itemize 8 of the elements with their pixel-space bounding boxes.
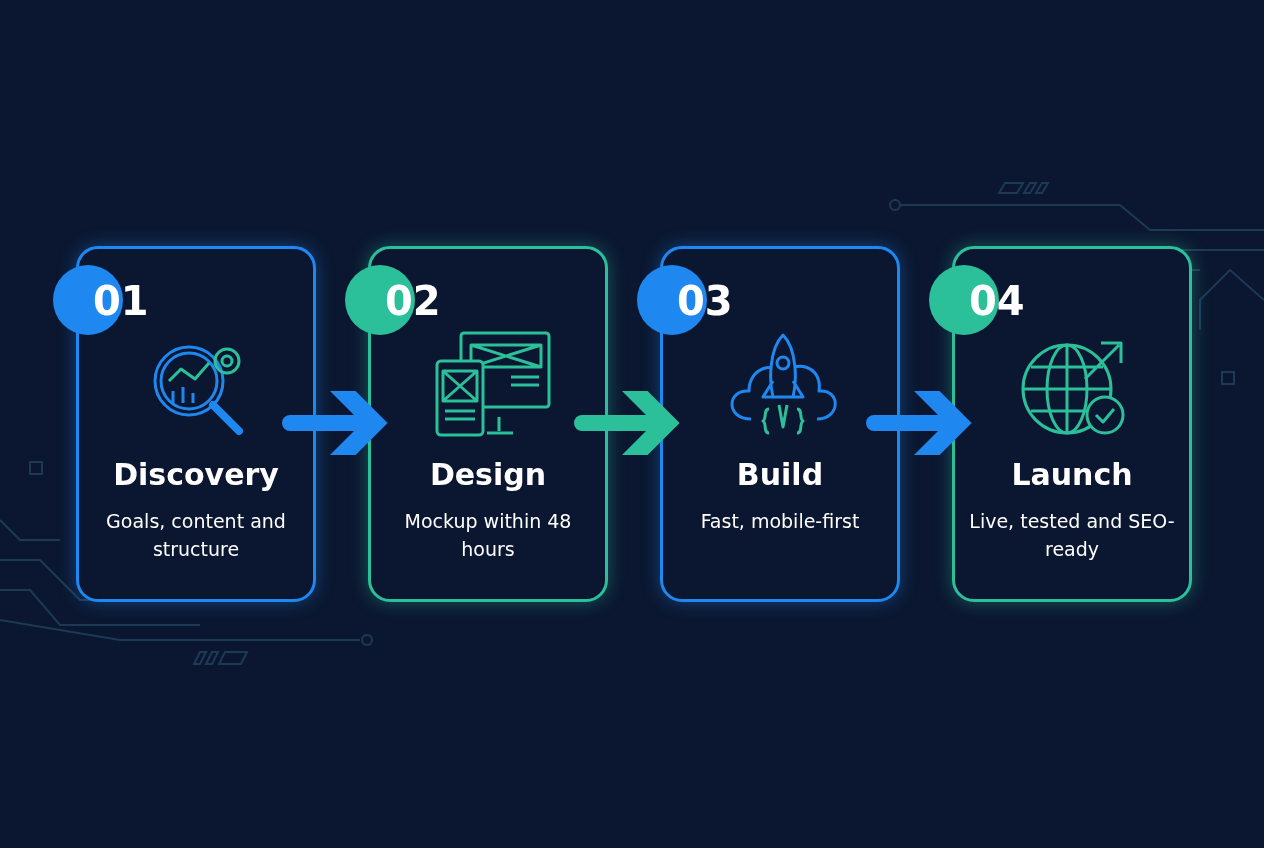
- step-description: Live, tested and SEO-ready: [968, 509, 1176, 562]
- step-description: Goals, content and structure: [105, 509, 287, 562]
- step-title: Launch: [1010, 457, 1134, 493]
- step-description: Fast, mobile-first: [699, 509, 861, 534]
- step-title: Build: [735, 457, 825, 493]
- step-title: Discovery: [112, 457, 280, 493]
- step-title: Design: [428, 457, 548, 493]
- step-description: Mockup within 48 hours: [403, 509, 573, 562]
